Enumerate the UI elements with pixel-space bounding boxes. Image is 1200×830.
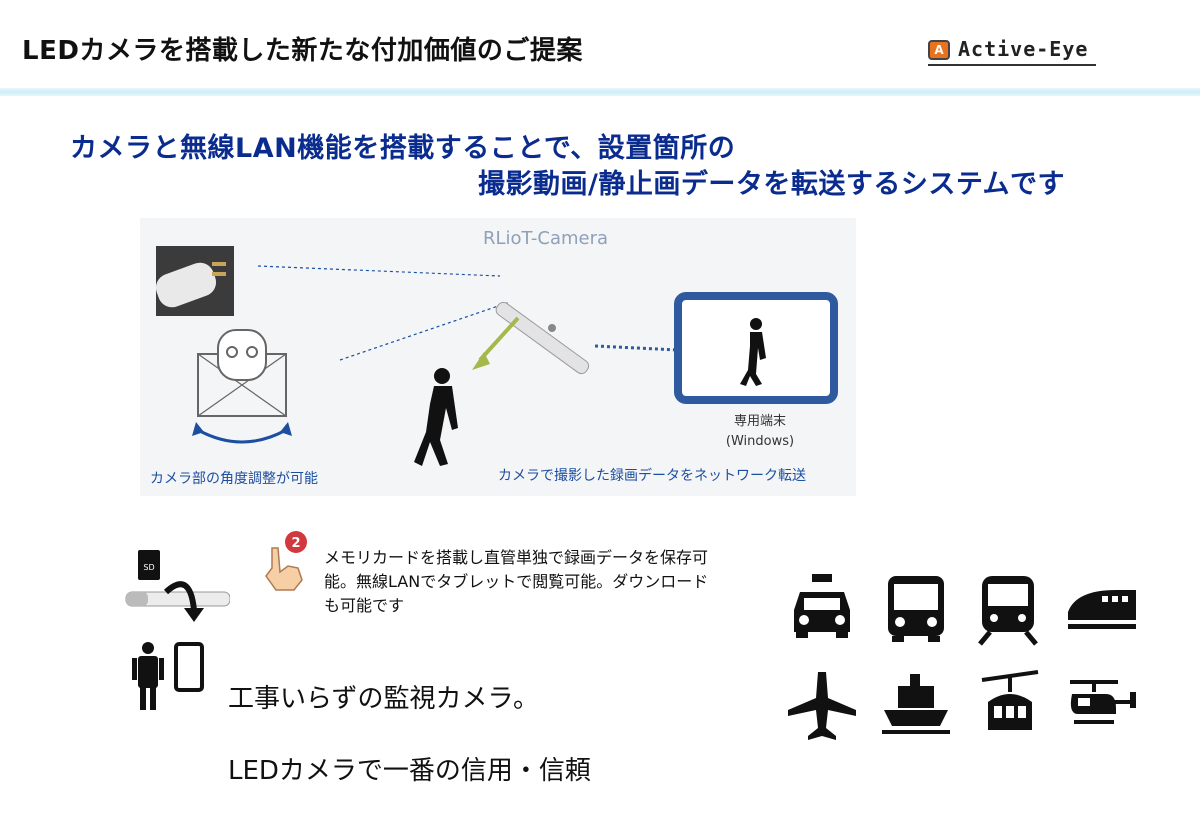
svg-text:SD: SD — [143, 563, 154, 572]
led-camera-tube — [495, 301, 590, 375]
tagline-trust: LEDカメラで一番の信用・信頼 — [228, 756, 591, 786]
logo-text: Active-Eye — [958, 37, 1089, 61]
train-icon — [978, 576, 1038, 646]
pointing-hand-icon: 2 — [265, 531, 307, 591]
brand-name: RLioT-Camera — [483, 228, 609, 249]
shinkansen-icon — [1068, 590, 1136, 629]
shooting-arrow-icon — [472, 316, 520, 370]
person-icon — [132, 642, 164, 710]
windows-terminal — [674, 292, 838, 404]
smartphone-icon — [174, 642, 204, 692]
terminal-label: 専用端末 (Windows) — [725, 414, 795, 449]
memo-text: メモリカードを搭載し直管単独で録画データを保存可能。無線LANでタブレットで閲覧… — [324, 548, 709, 615]
helicopter-icon — [1070, 680, 1136, 724]
sd-card-install-illustration: SD — [125, 550, 230, 710]
transport-icons-grid — [780, 570, 1160, 750]
logo-badge-icon: A — [928, 40, 950, 60]
headline-line-1: カメラと無線LAN機能を搭載することで、設置箇所の — [70, 133, 736, 164]
walking-person-icon — [414, 368, 458, 466]
insert-arrow-icon — [163, 581, 204, 622]
led-tube-icon — [125, 591, 230, 607]
logo-underline — [928, 64, 1096, 66]
bus-icon — [888, 576, 944, 642]
sd-card-icon: SD — [138, 550, 160, 580]
led-tube-photo — [155, 246, 234, 316]
page-title: LEDカメラを搭載した新たな付加価値のご提案 — [22, 36, 583, 66]
headline-line-2: 撮影動画/静止画データを転送するシステムです — [478, 169, 1066, 200]
tagline-no-construction: 工事いらずの監視カメラ。 — [228, 684, 539, 714]
active-eye-logo: A Active-Eye — [928, 37, 1096, 66]
ropeway-icon — [981, 670, 1039, 730]
ship-icon — [882, 674, 950, 734]
camera-module-diagram — [192, 329, 292, 444]
header-divider — [0, 88, 1200, 96]
caption-network-transfer: カメラで撮影した録画データをネットワーク転送 — [498, 468, 806, 484]
caption-angle-adjust: カメラ部の角度調整が可能 — [150, 471, 318, 487]
system-diagram: RLioT-Camera 専用端末 (Windows) カメラ部の角度調整が可能… — [140, 218, 856, 496]
memo-badge-number: 2 — [291, 536, 300, 551]
taxi-icon — [794, 574, 850, 638]
airplane-icon — [788, 672, 856, 740]
